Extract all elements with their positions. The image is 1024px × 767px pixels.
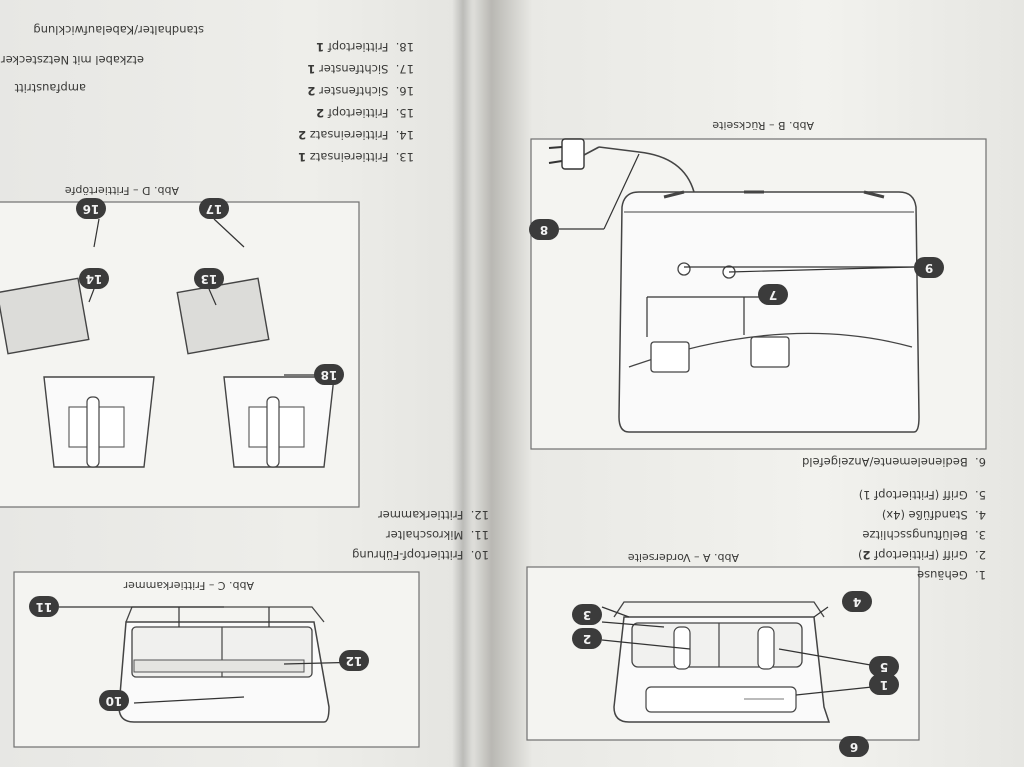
cut-line: etzkabel mit Netzstecker [0, 53, 144, 67]
callout-badge-18: 18 [314, 364, 344, 385]
callout-badge-13: 13 [194, 268, 224, 289]
book-spine-shadow [452, 0, 474, 767]
callout-badge-16: 16 [76, 198, 106, 219]
part-item: 16. Sichtfenster 2 [307, 84, 414, 98]
part-item: 15. Frittiertopf 2 [316, 106, 414, 120]
part-item: 17. Sichtfenster 1 [307, 62, 414, 76]
callout-badge-14: 14 [79, 268, 109, 289]
part-item: 13. Frittiereinsatz 1 [298, 150, 414, 164]
cut-line: standhalter/Kabelaufwicklung [33, 23, 204, 37]
cut-line: ampfaustritt [14, 81, 86, 95]
part-item: 14. Frittiereinsatz 2 [298, 128, 414, 142]
part-item: 18. Frittiertopf 1 [316, 40, 414, 54]
figure-d-caption: Abb. D – Frittiertöpfe [64, 184, 179, 197]
callout-badge-17: 17 [199, 198, 229, 219]
